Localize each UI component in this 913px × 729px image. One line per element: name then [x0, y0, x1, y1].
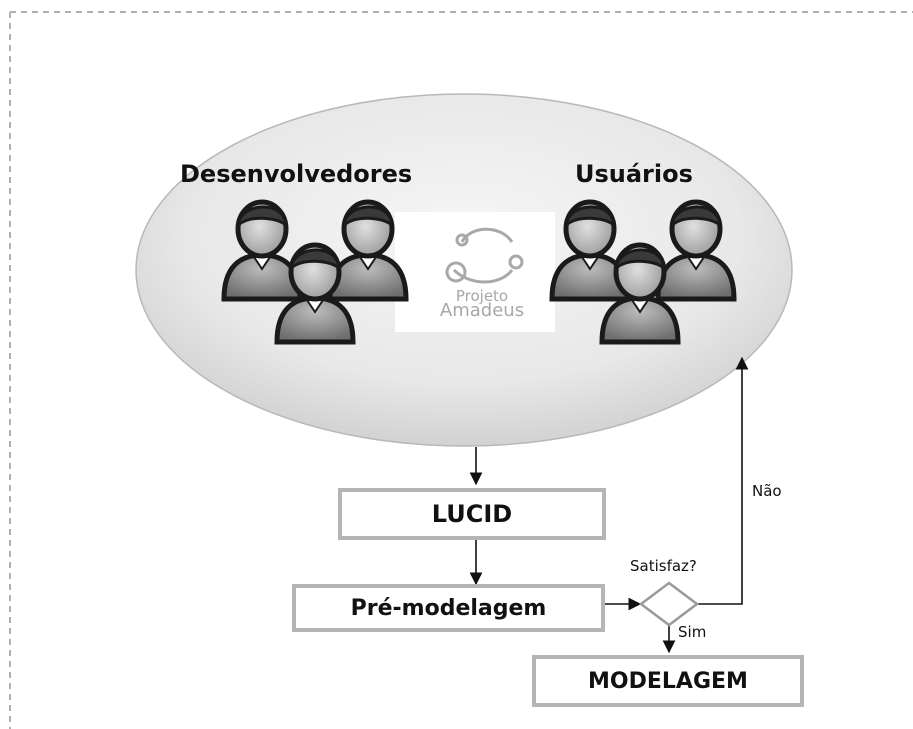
- developers-label: Desenvolvedores: [180, 160, 413, 188]
- modelagem-box: MODELAGEM: [532, 655, 804, 707]
- pre-modelagem-box: Pré-modelagem: [292, 584, 605, 632]
- lucid-box: LUCID: [338, 488, 606, 540]
- decision-question-label: Satisfaz?: [630, 557, 697, 575]
- decision-diamond: [638, 581, 700, 627]
- logo-line1: Projeto: [455, 287, 509, 305]
- project-amadeus-logo-icon: [445, 227, 524, 284]
- users-label: Usuários: [575, 160, 693, 188]
- dashed-frame: [9, 11, 913, 729]
- decision-no-label: Não: [752, 482, 782, 500]
- logo-line2: Amadeus: [439, 300, 525, 321]
- flow-connectors: [469, 356, 749, 654]
- decision-yes-label: Sim: [678, 623, 707, 641]
